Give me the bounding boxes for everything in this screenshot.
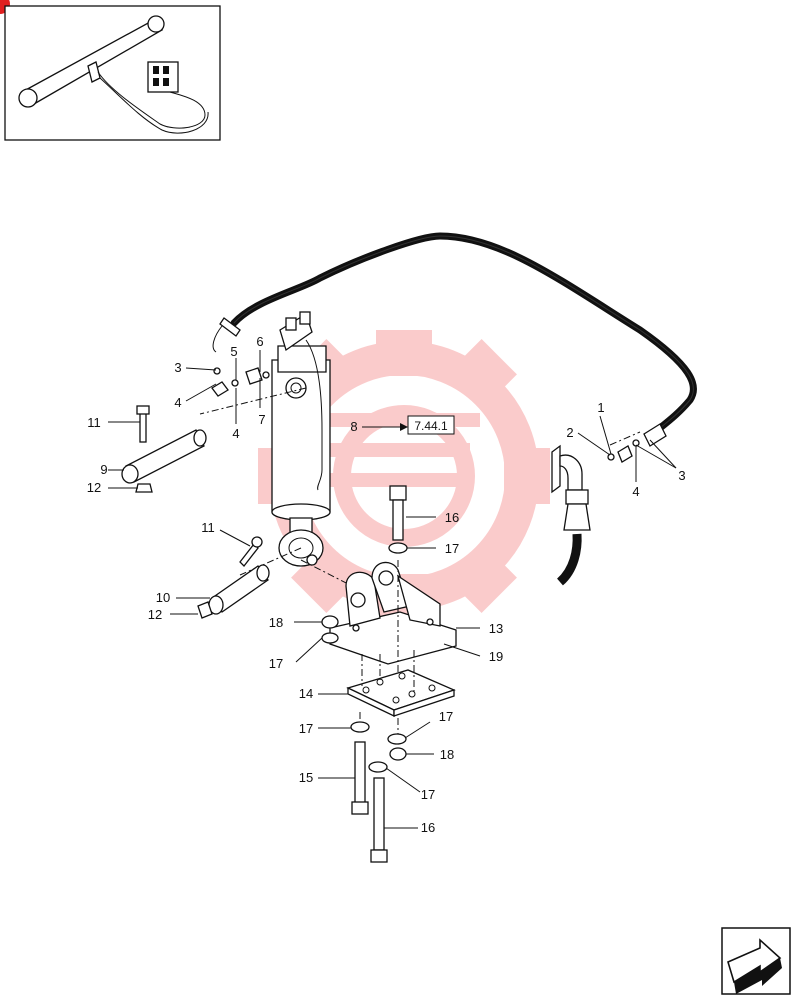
callout-8: 8: [350, 419, 357, 434]
callout-15: 15: [299, 770, 313, 785]
callout-12: 12: [148, 607, 162, 622]
callout-18: 18: [269, 615, 283, 630]
leader-lines: [108, 350, 677, 829]
callout-11: 11: [87, 415, 101, 430]
callout-16: 16: [421, 820, 435, 835]
callout-6: 6: [256, 334, 263, 349]
bolt-upper[interactable]: [388, 485, 408, 554]
pin-upper[interactable]: [121, 405, 207, 493]
callout-17: 17: [421, 787, 435, 802]
callout-7: 7: [258, 412, 265, 427]
fitting-group-left[interactable]: [211, 367, 270, 397]
next-page-arrow-icon[interactable]: [721, 927, 791, 995]
hydraulic-hose: [212, 232, 697, 432]
bottom-hardware[interactable]: [350, 721, 407, 863]
elbow-hose-end[interactable]: [551, 444, 591, 586]
mounting-bracket[interactable]: [329, 561, 457, 665]
reference-box-text: 7.44.1: [414, 419, 448, 433]
callout-19: 19: [489, 649, 503, 664]
callout-9: 9: [100, 462, 107, 477]
callout-17: 17: [269, 656, 283, 671]
callout-12: 12: [87, 480, 101, 495]
callout-labels: 1 2 3 3 4 4 4 5 6 7 8 9 10 11 11 12 12 1…: [87, 334, 686, 835]
callout-10: 10: [156, 590, 170, 605]
callout-17: 17: [445, 541, 459, 556]
hydraulic-cylinder[interactable]: [271, 311, 331, 567]
callout-3: 3: [174, 360, 181, 375]
callout-4: 4: [632, 484, 639, 499]
cylinder-thumbnail-icon[interactable]: [4, 5, 221, 141]
reference-box[interactable]: 7.44.1: [407, 415, 455, 435]
callout-4: 4: [174, 395, 181, 410]
callout-5: 5: [230, 344, 237, 359]
callout-3: 3: [678, 468, 685, 483]
callout-16: 16: [445, 510, 459, 525]
base-plate[interactable]: [346, 669, 456, 718]
callout-2: 2: [566, 425, 573, 440]
callout-4: 4: [232, 426, 239, 441]
pin-lower[interactable]: [197, 536, 270, 619]
callout-1: 1: [597, 400, 604, 415]
callout-18: 18: [440, 747, 454, 762]
callout-17: 17: [439, 709, 453, 724]
callout-17: 17: [299, 721, 313, 736]
callout-13: 13: [489, 621, 503, 636]
fitting-group-right[interactable]: [607, 423, 667, 463]
callout-11: 11: [201, 520, 215, 535]
callout-14: 14: [299, 686, 313, 701]
